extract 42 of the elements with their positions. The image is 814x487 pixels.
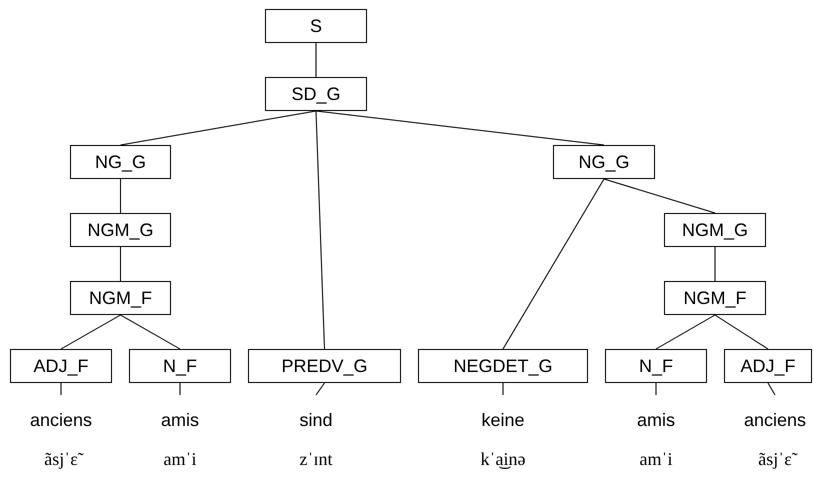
tree-branch-line — [60, 314, 121, 350]
category-box: NG_G — [70, 145, 171, 179]
tree-branch-line — [768, 382, 776, 396]
phonetic-transcription: amˈi — [638, 450, 674, 468]
category-box: ADJ_F — [10, 349, 112, 383]
word-text: anciens — [735, 395, 814, 431]
category-box: ADJ_F — [724, 349, 812, 383]
tree-branch-line — [316, 382, 325, 396]
category-box: N_F — [129, 349, 231, 383]
category-box: NGM_G — [664, 213, 766, 247]
tree-branch-line — [60, 382, 62, 396]
category-box: NEGDET_G — [418, 349, 588, 383]
tree-branch-line — [316, 110, 325, 350]
category-box: NGM_F — [664, 281, 766, 315]
tree-branch-line — [656, 314, 716, 350]
category-box: SD_G — [265, 77, 367, 111]
tree-branch-line — [714, 314, 768, 350]
phonetic-transcription: ãsjˈɛ̃ — [16, 450, 106, 468]
category-box: NG_G — [553, 145, 655, 179]
word-text: anciens — [21, 395, 101, 431]
tree-branch-line — [120, 314, 180, 350]
phonetic-transcription: zˈɪnt — [298, 450, 334, 468]
category-box: N_F — [605, 349, 707, 383]
tree-branch-line — [502, 178, 604, 350]
category-box: NGM_F — [70, 281, 171, 315]
tree-branch-line — [316, 110, 604, 146]
word-text: amis — [140, 395, 220, 431]
tree-branch-line — [120, 178, 121, 214]
phonetic-transcription: amˈi — [162, 450, 198, 468]
phonetic-transcription: kˈa͜inə — [480, 450, 526, 468]
word-text: keine — [463, 395, 543, 431]
category-box: NGM_G — [70, 213, 171, 247]
tree-branch-line — [120, 110, 316, 146]
word-text: amis — [616, 395, 696, 431]
tree-branch-line — [502, 382, 504, 396]
word-text: sind — [276, 395, 356, 431]
tree-branch-line — [604, 178, 716, 214]
tree-branch-line — [120, 246, 121, 282]
category-box: S — [265, 9, 367, 43]
phonetic-transcription: ãsjˈɛ̃ — [730, 450, 814, 468]
category-box: PREDV_G — [248, 349, 401, 383]
tree-branch-line — [714, 246, 716, 282]
